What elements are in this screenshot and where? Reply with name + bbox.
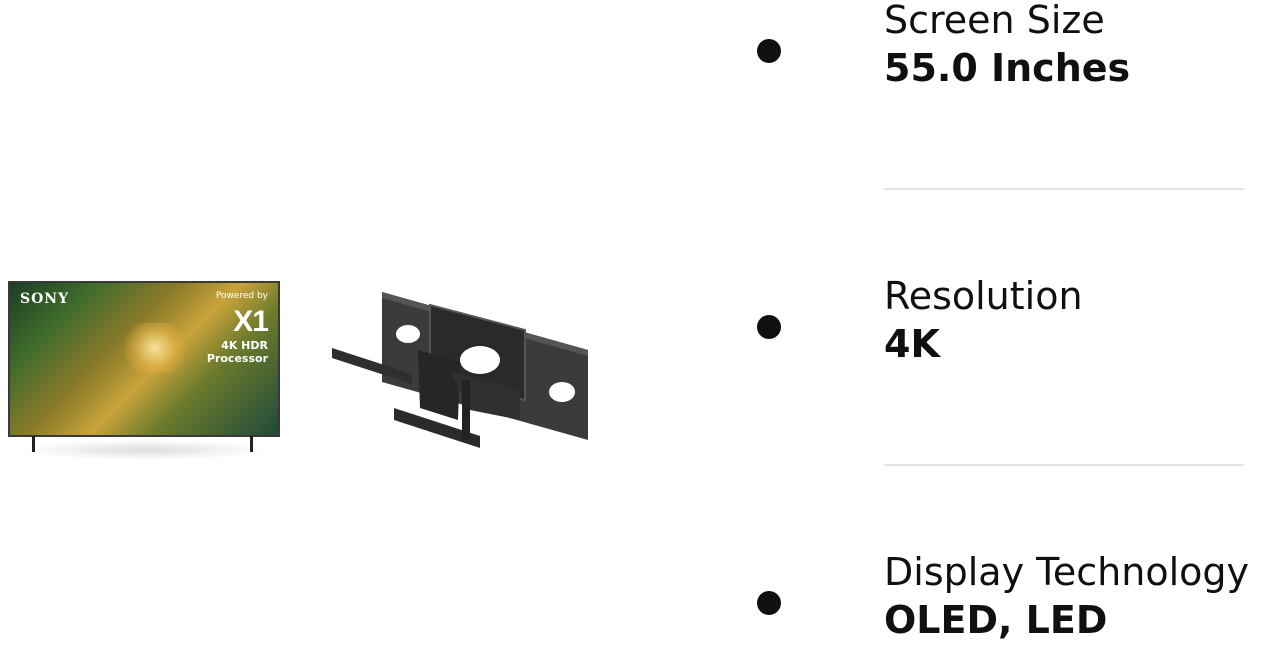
hdr-text: 4K HDR: [221, 339, 268, 352]
tv-leg-left: [32, 436, 35, 452]
x1-logo: X1: [233, 305, 269, 338]
spec-screen-size: Screen Size 55.0 Inches: [884, 0, 1130, 92]
tv-leg-right: [250, 436, 253, 452]
processor-label: Processor: [206, 352, 268, 366]
tv-shadow: [20, 440, 270, 460]
spec-value: 55.0 Inches: [884, 46, 1131, 90]
processor-text: 4K HDR Processor: [207, 339, 268, 365]
sony-logo: SONY: [20, 291, 70, 307]
divider: [884, 188, 1244, 190]
spec-display-technology: Display Technology OLED, LED: [884, 548, 1249, 644]
spec-value: 4K: [884, 322, 940, 366]
spec-label: Resolution: [884, 274, 1083, 318]
bullet-icon: [757, 591, 781, 615]
spec-label: Display Technology: [884, 550, 1250, 594]
bullet-icon: [757, 39, 781, 63]
wall-mount-image: [330, 290, 592, 455]
powered-by-text: Powered by: [215, 291, 268, 301]
spec-label: Screen Size: [884, 0, 1105, 42]
screen-glow: [120, 323, 190, 373]
divider: [884, 464, 1244, 466]
spec-value: OLED, LED: [884, 598, 1108, 642]
tv-screen: SONY Powered by X1 4K HDR Processor: [8, 281, 280, 437]
bullet-icon: [757, 315, 781, 339]
spec-resolution: Resolution 4K: [884, 272, 1083, 368]
